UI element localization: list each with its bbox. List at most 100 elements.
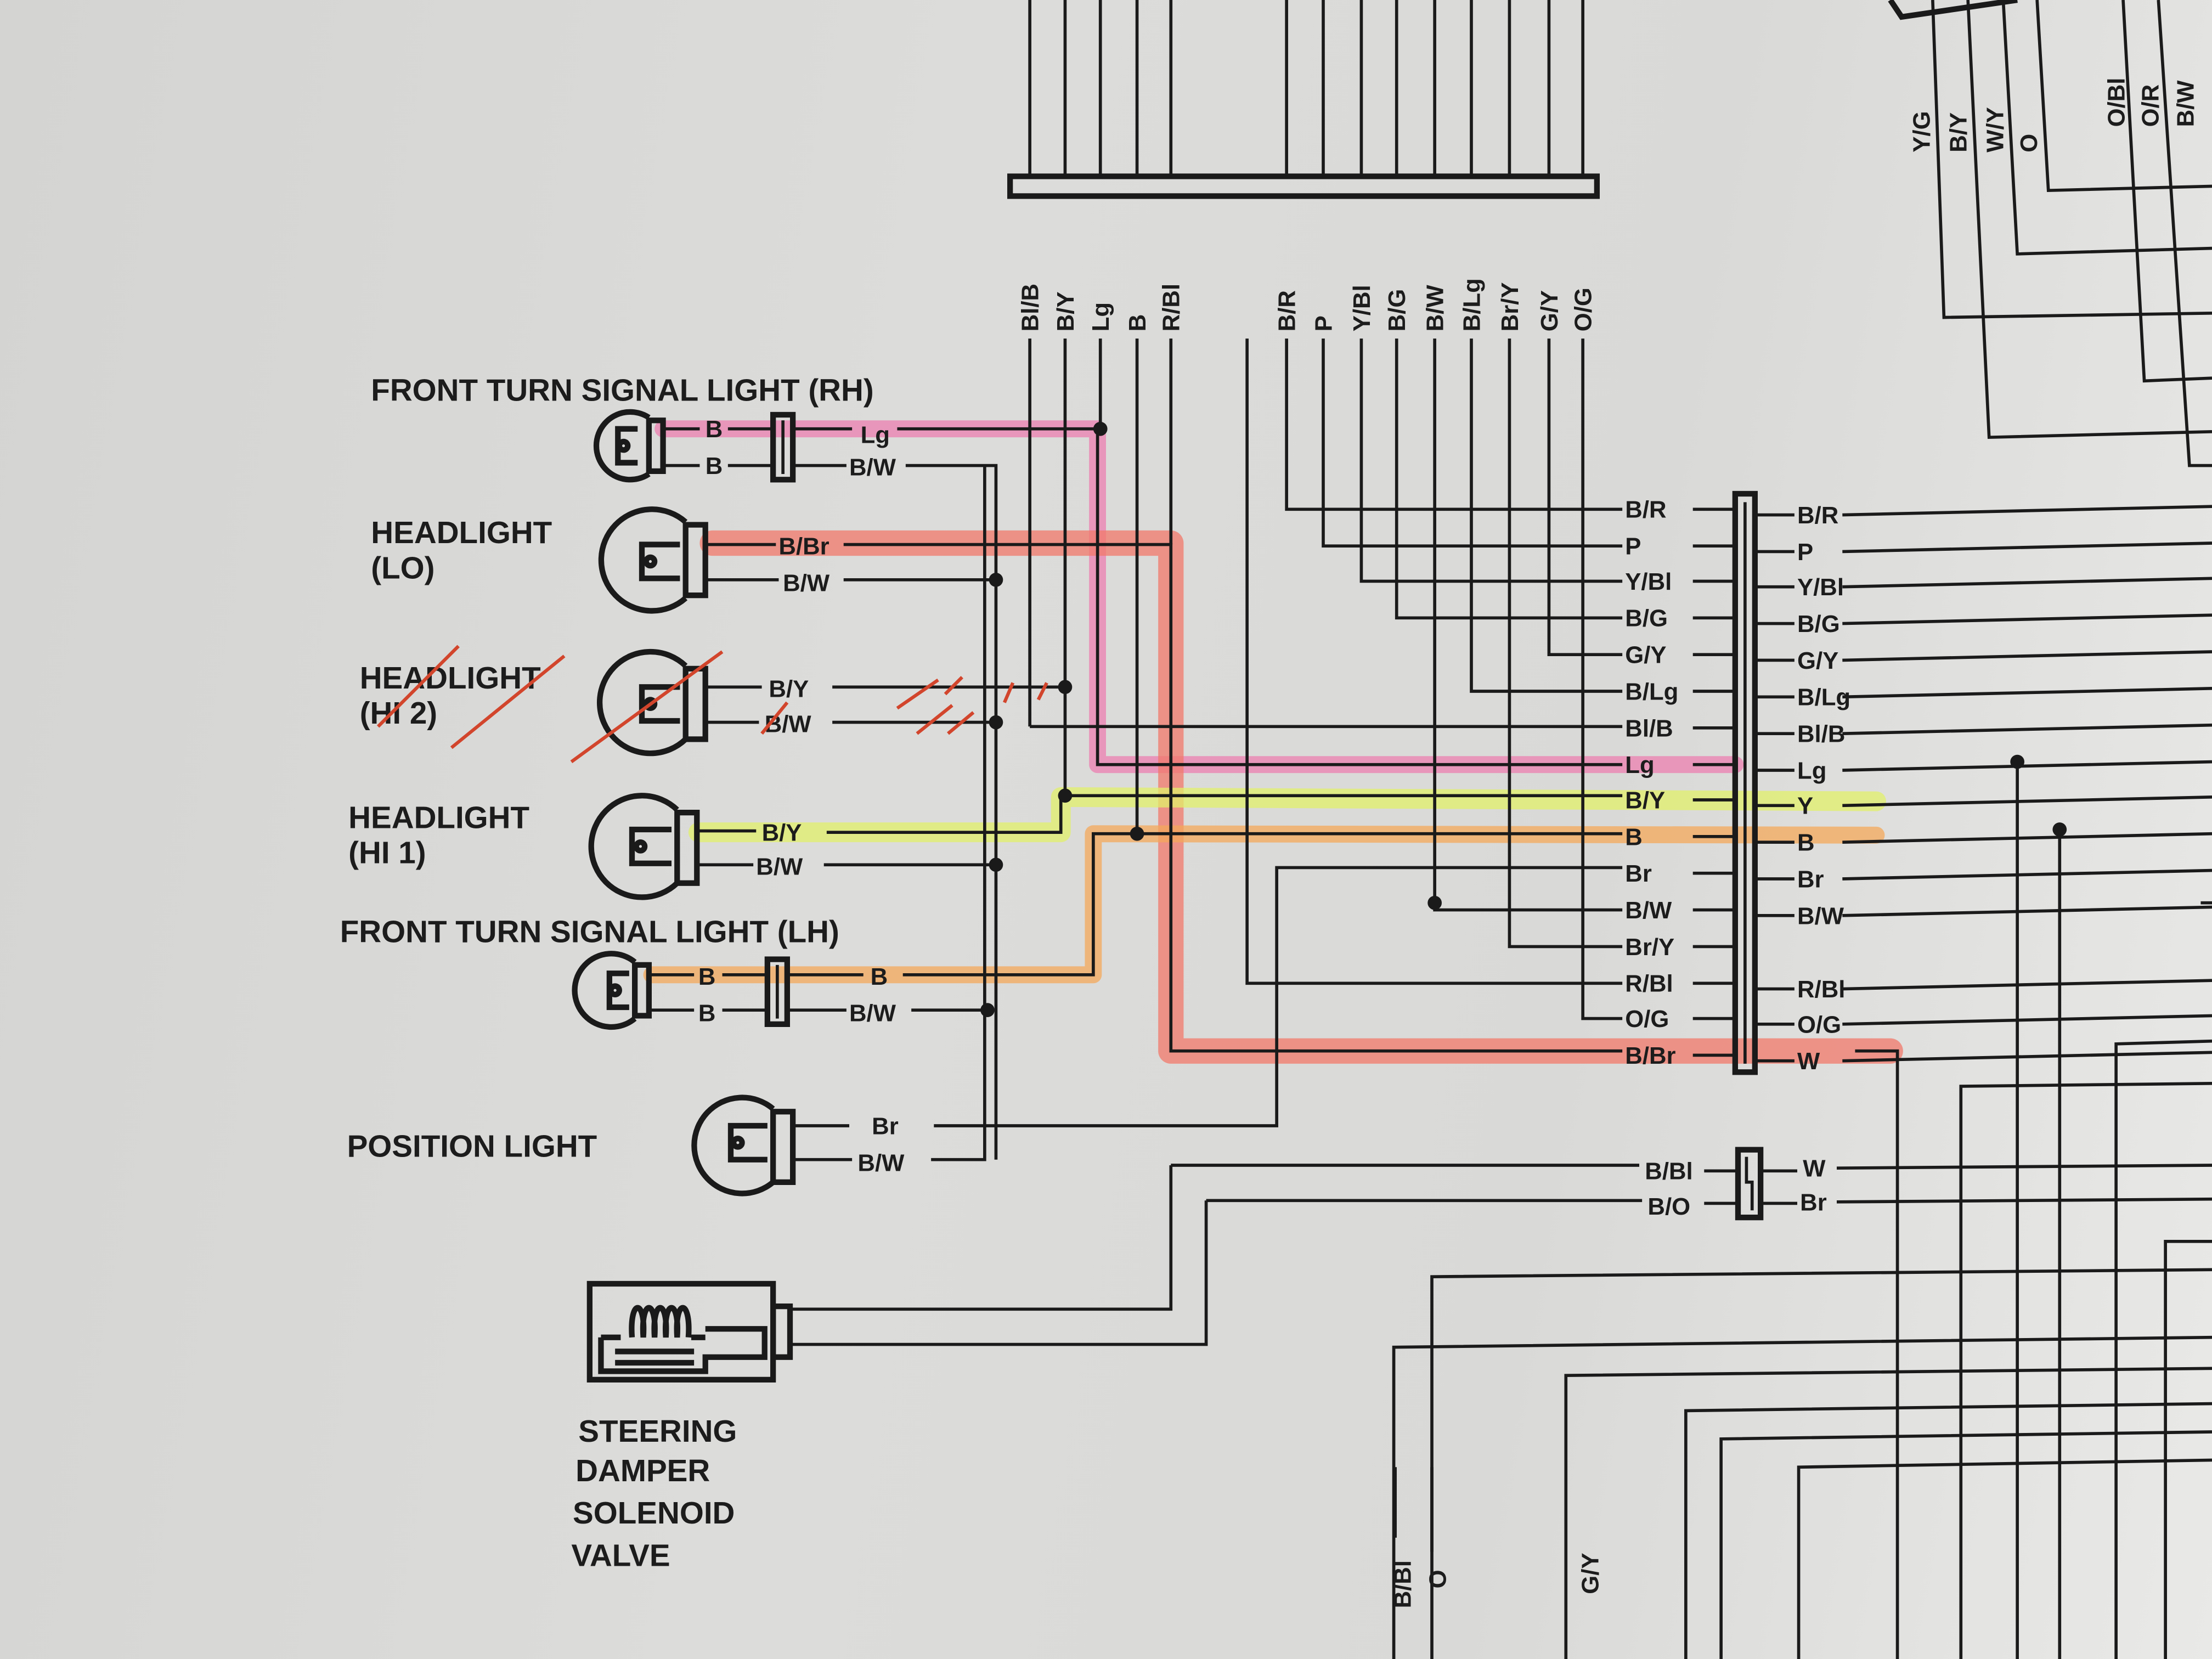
wire-label: B/Y — [1945, 112, 1972, 153]
wire-label: B/Y — [762, 820, 802, 847]
wire — [1842, 760, 2212, 772]
wire-label: B/Br — [1625, 1042, 1675, 1069]
junction-dot — [1427, 895, 1442, 910]
wire-label: B/W — [857, 1149, 905, 1176]
wire — [1245, 338, 1623, 985]
wire — [1842, 832, 2212, 844]
small-connector-labels: B/Bl B/O W Br — [1171, 1155, 2212, 1220]
wire-label: B/W — [1422, 285, 1449, 332]
wire-label: R/Bl — [1158, 284, 1185, 331]
wire-label: B/W — [849, 1000, 896, 1027]
wire-label: B/Lg — [1458, 278, 1485, 331]
wire — [1359, 338, 1623, 583]
wire — [1395, 338, 1623, 620]
top-right-connector — [1888, 0, 2018, 20]
component-label: (HI 1) — [348, 836, 426, 870]
bulb-icon — [598, 506, 708, 614]
front-turn-signal-rh[interactable]: FRONT TURN SIGNAL LIGHT (RH) B B Lg B/W — [371, 373, 1098, 1160]
wire-label: B/Y — [769, 675, 809, 702]
headlight-hi2[interactable]: HEADLIGHT (HI 2) B/Y B/W — [360, 645, 1073, 764]
wire-label: O/G — [1625, 1006, 1669, 1032]
wire-label: Bl/B — [1625, 715, 1673, 742]
wire — [1581, 338, 1623, 1020]
wire-label: B/W — [756, 853, 803, 880]
wire — [1285, 338, 1623, 511]
wire-label: B — [706, 453, 723, 479]
wire-label: B — [698, 963, 716, 990]
wire-label: B — [1797, 830, 1815, 856]
component-label: (LO) — [371, 550, 435, 585]
wire-label: Lg — [1087, 302, 1114, 331]
wire-label: B/Y — [1052, 291, 1079, 331]
wire-label: B — [1625, 823, 1643, 850]
wire-label: W/Y — [1982, 107, 2008, 153]
steering-damper-solenoid-valve[interactable]: STEERING DAMPER SOLENOID VALVE — [571, 1165, 1208, 1572]
component-label: FRONT TURN SIGNAL LIGHT (RH) — [371, 373, 873, 407]
solenoid-icon — [586, 1280, 793, 1383]
wire — [1842, 1051, 2212, 1063]
position-light[interactable]: POSITION LIGHT Br B/W — [347, 465, 1623, 1197]
wire-label: W — [1803, 1155, 1826, 1182]
crossout-marks — [376, 645, 1048, 764]
highlight-pink-lg — [654, 420, 1744, 774]
wire — [1547, 338, 1623, 656]
wire — [1842, 505, 2212, 517]
bulb-icon — [596, 648, 708, 757]
headlight-lo[interactable]: HEADLIGHT (LO) B/Br B/W — [371, 506, 1623, 1053]
wire-label: P — [1625, 533, 1641, 560]
component-label: HEADLIGHT — [348, 800, 529, 834]
bulb-icon — [691, 1094, 796, 1197]
wire-label: B/Br — [778, 533, 829, 560]
small-connector[interactable] — [1735, 1147, 1764, 1221]
wire-label: Br/Y — [1497, 282, 1523, 331]
wire — [1842, 687, 2212, 699]
wire-label: G/Y — [1577, 1553, 1604, 1594]
wire — [1842, 868, 2212, 881]
wire-label: Bl/B — [1797, 721, 1845, 748]
wire-label: Lg — [861, 421, 890, 448]
wire — [1322, 338, 1623, 548]
component-label: DAMPER — [575, 1453, 710, 1488]
wire-label: B/Lg — [1797, 684, 1850, 711]
wire-label: Bl/B — [1017, 284, 1044, 331]
wire-label: Y/G — [1909, 111, 1936, 152]
main-connector[interactable] — [1732, 490, 1758, 1075]
wire-label: B/R — [1274, 290, 1301, 331]
bulb-icon — [593, 409, 666, 483]
component-label: VALVE — [571, 1538, 670, 1572]
wire-label: B/R — [1625, 496, 1666, 523]
top-harness-bar — [1007, 173, 1600, 199]
wire-label: B/W — [1797, 902, 1844, 929]
wire-label: B/W — [1625, 897, 1672, 924]
wire-label: B/R — [1797, 502, 1838, 529]
wire — [1842, 1014, 2212, 1026]
headlight-hi1[interactable]: HEADLIGHT (HI 1) B/Y B/W — [348, 788, 1623, 900]
vertical-wires — [1028, 0, 1623, 834]
wire-label: G/Y — [1536, 290, 1563, 331]
front-turn-signal-lh[interactable]: FRONT TURN SIGNAL LIGHT (LH) B B B B/W — [340, 826, 1623, 1030]
wire-label: B/W — [765, 711, 812, 738]
wire-label: Y — [1797, 793, 1813, 820]
wire-label: B/G — [1797, 611, 1840, 637]
wire-label: O/G — [1797, 1011, 1841, 1038]
component-label: POSITION LIGHT — [347, 1129, 597, 1164]
wire — [1842, 795, 2212, 808]
highlighter-marks — [643, 420, 1903, 1064]
wire-label: Y/Bl — [1625, 568, 1672, 595]
bulb-icon — [572, 951, 652, 1030]
bottom-labels: B/Bl O G/Y — [1389, 1467, 1604, 1608]
wire-label: O/G — [1570, 287, 1597, 331]
wire-label: B — [698, 1000, 716, 1027]
inline-connector-icon — [764, 956, 790, 1027]
wire-label: B/G — [1625, 605, 1668, 632]
wire-label: Y/Bl — [1348, 285, 1375, 331]
component-label: FRONT TURN SIGNAL LIGHT (LH) — [340, 915, 839, 949]
wire-label: B — [871, 963, 888, 990]
wire-label: O/Bl — [2103, 78, 2130, 127]
wire — [1842, 905, 2212, 917]
wire — [1842, 577, 2212, 589]
wire-label: W — [1797, 1048, 1820, 1075]
